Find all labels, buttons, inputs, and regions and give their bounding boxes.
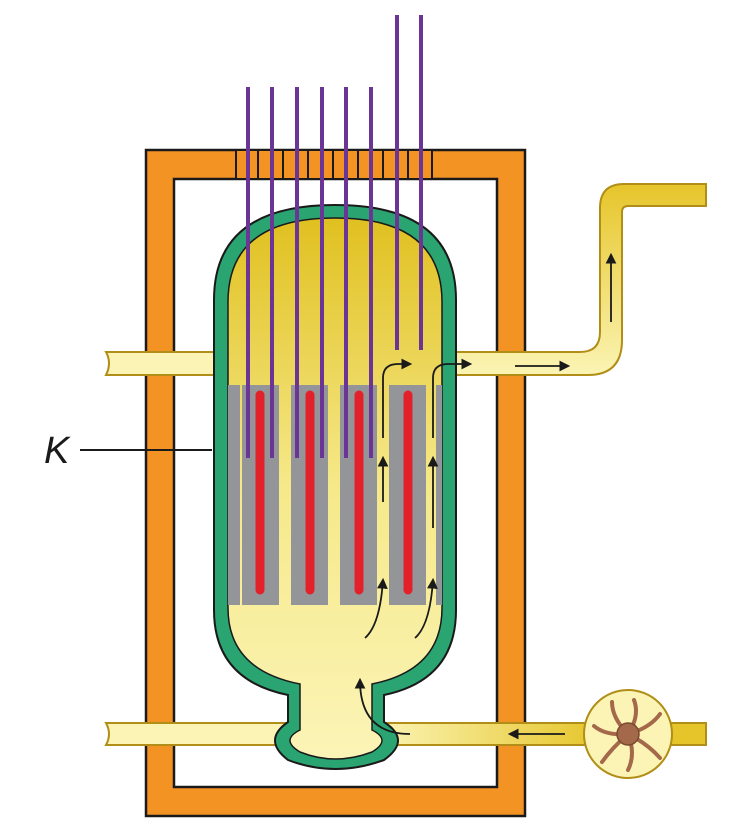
flow-arrow-icon bbox=[432, 358, 473, 438]
fuel-block-6 bbox=[436, 385, 442, 605]
vessel-label-group: K bbox=[44, 430, 212, 472]
flow-arrow-icon bbox=[382, 358, 413, 438]
flow-arrows bbox=[354, 252, 617, 740]
vessel-label: K bbox=[44, 430, 71, 472]
fuel-block-1 bbox=[228, 385, 240, 605]
control-rods bbox=[246, 15, 423, 458]
left-stub-pipe bbox=[104, 351, 231, 376]
coolant-pump bbox=[583, 689, 673, 779]
fuel-rods bbox=[255, 390, 413, 595]
flow-arrow-icon bbox=[414, 577, 438, 639]
flow-arrow-icon bbox=[354, 677, 411, 735]
flow-arrow-icon bbox=[364, 577, 388, 639]
outlet-pipe bbox=[439, 183, 707, 376]
